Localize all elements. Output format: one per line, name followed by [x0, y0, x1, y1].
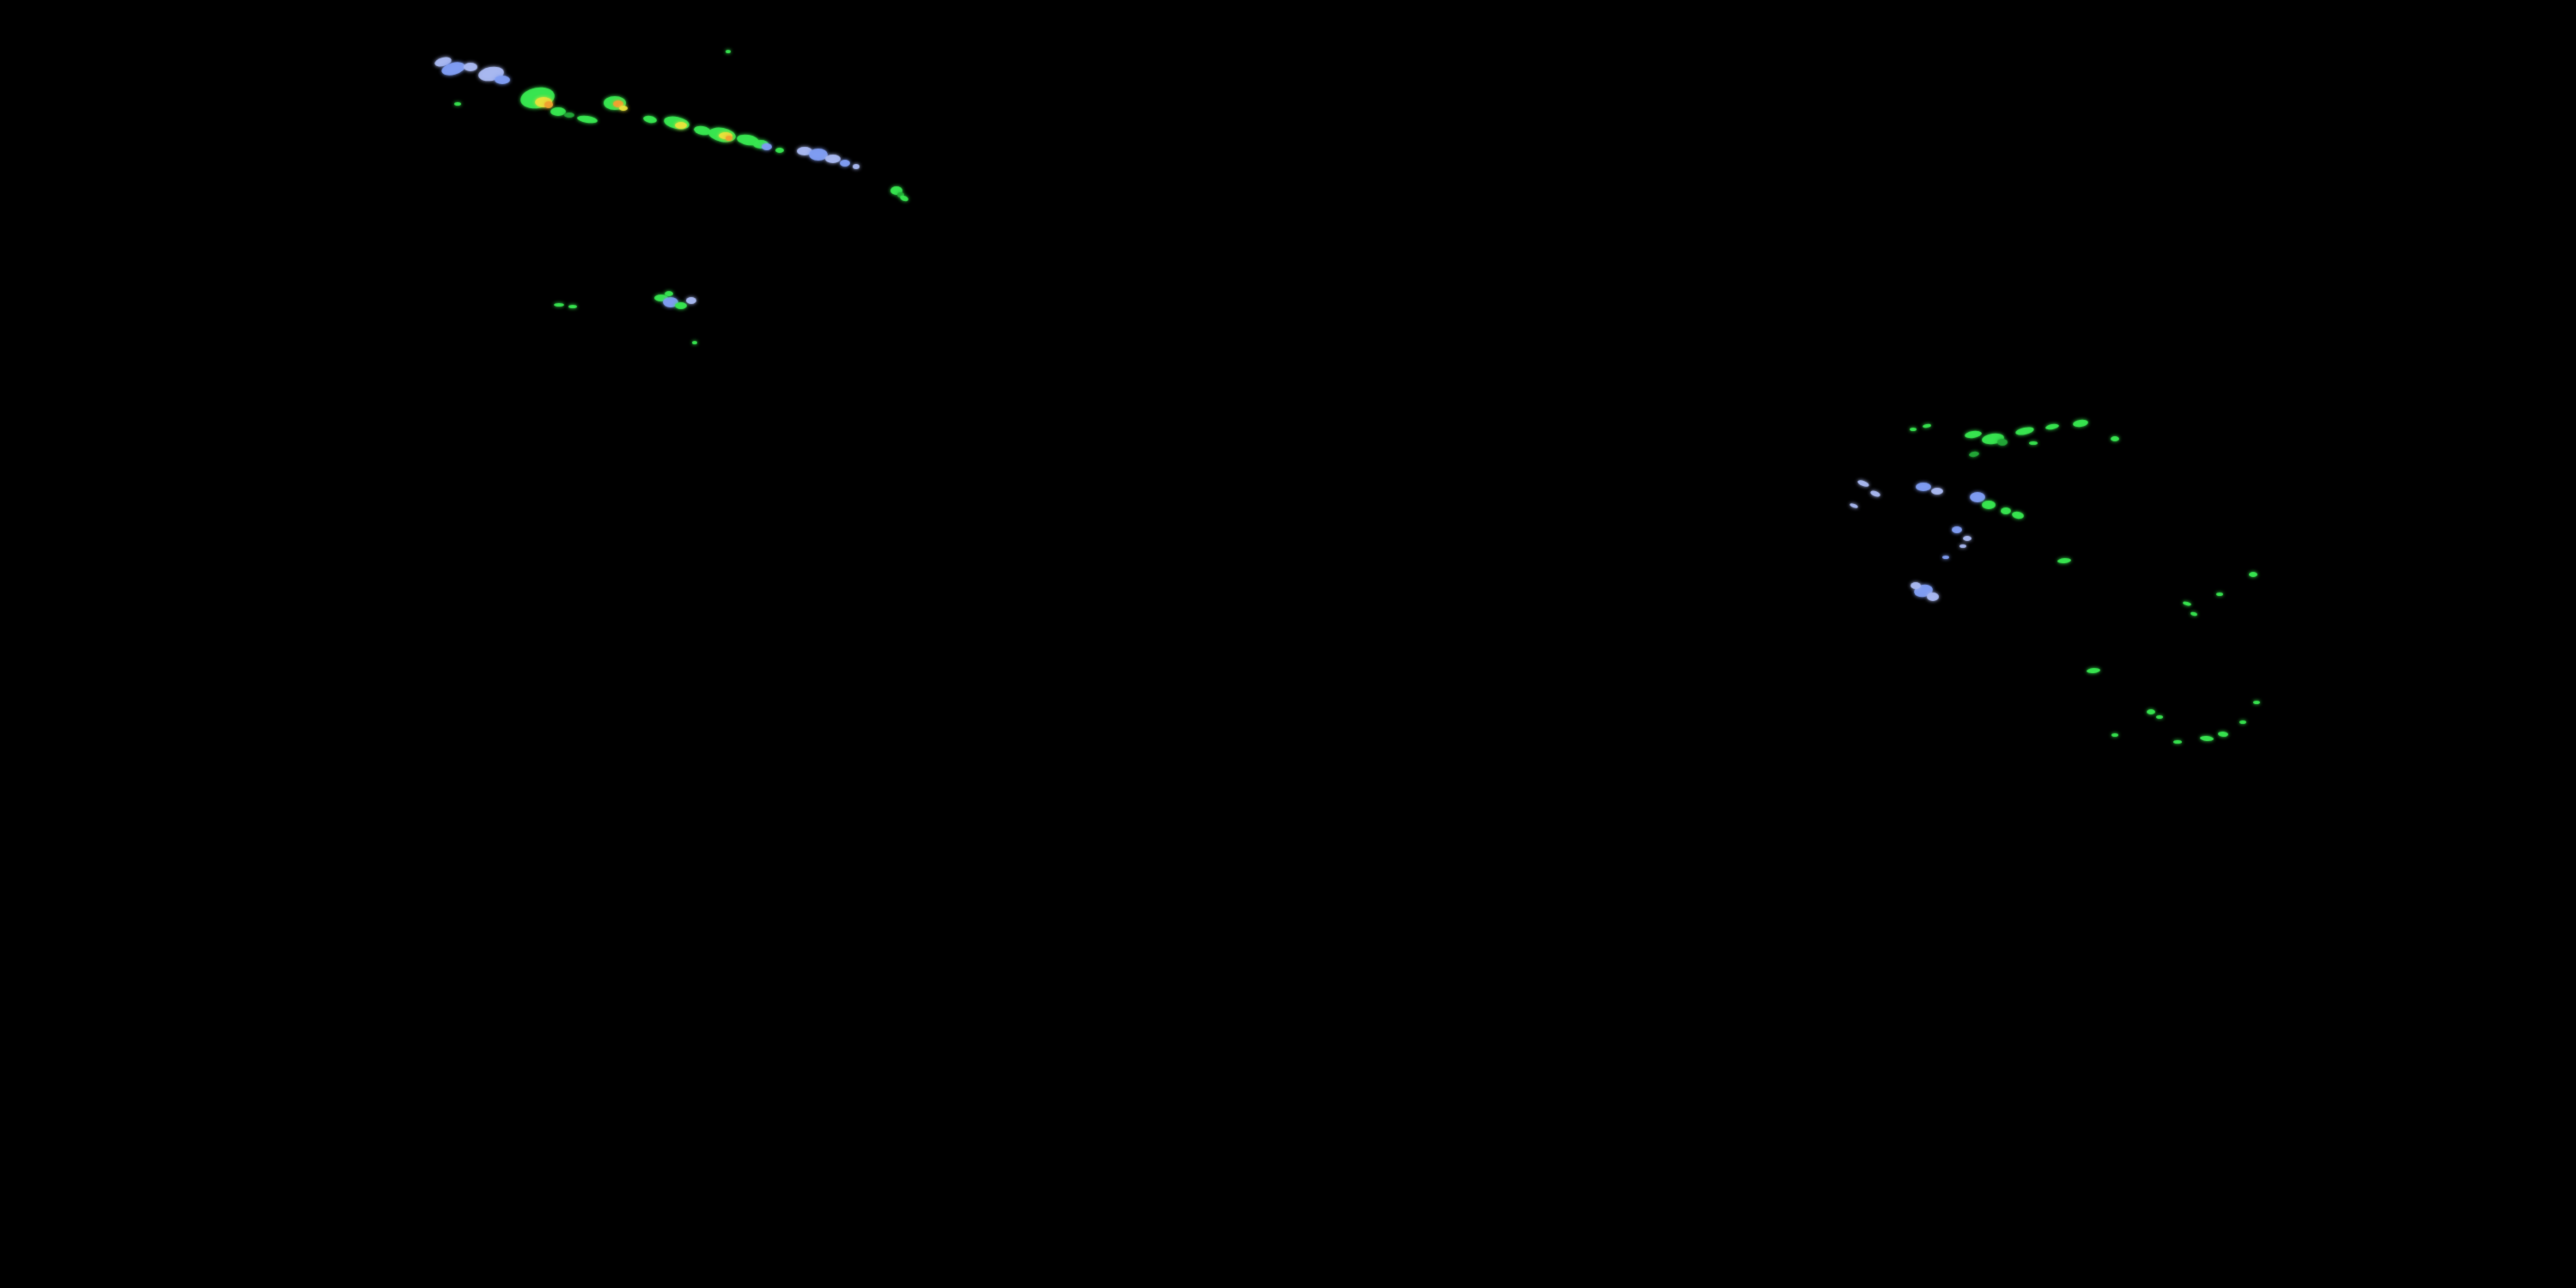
radar-echoes-layer	[0, 0, 2576, 1288]
weather-radar-map	[0, 0, 2576, 1288]
